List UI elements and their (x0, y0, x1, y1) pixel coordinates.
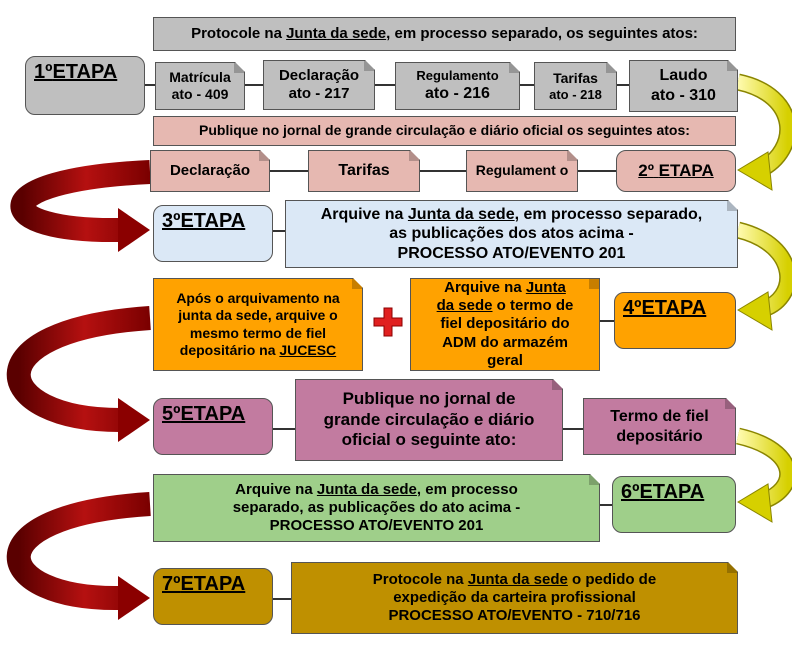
connector-line (600, 504, 612, 506)
connector-line (245, 84, 263, 86)
step-4-left-text: Após o arquivamento na junta da sede, ar… (153, 278, 363, 371)
red-arrow-1 (10, 160, 151, 252)
connector-line (578, 170, 616, 172)
connector-line (420, 170, 466, 172)
act2-regulamento: Regulament o (466, 150, 578, 192)
step-6-text: Arquive na Junta da sede, em processo se… (153, 474, 600, 542)
step-4-right-text: Arquive na Junta da sede o termo de fiel… (410, 278, 600, 371)
step-7-text: Protocole na Junta da sede o pedido de e… (291, 562, 738, 634)
step-3-text: Arquive na Junta da sede, em processo se… (285, 200, 738, 268)
connector-line (273, 428, 295, 430)
connector-line (375, 84, 395, 86)
act2-tarifas: Tarifas (308, 150, 420, 192)
connector-line (273, 598, 291, 600)
publish-bar: Publique no jornal de grande circulação … (153, 116, 736, 146)
step-5-text: Publique no jornal de grande circulação … (295, 379, 563, 461)
connector-line (270, 170, 308, 172)
connector-line (143, 84, 155, 86)
step-2-label: 2º ETAPA (616, 150, 736, 192)
red-arrow-2 (6, 306, 151, 442)
connector-line (600, 320, 614, 322)
protocol-header: Protocole na Junta da sede, em processo … (153, 17, 736, 51)
yellow-arrow-3 (735, 427, 792, 523)
connector-line (563, 428, 583, 430)
plus-icon (373, 307, 403, 337)
act2-declaracao: Declaração (150, 150, 270, 192)
yellow-arrow-2 (735, 221, 792, 331)
yellow-arrow-1 (735, 73, 792, 191)
connector-line (273, 230, 285, 232)
red-arrow-3 (6, 492, 151, 620)
connector-line (617, 84, 629, 86)
connector-line (520, 84, 534, 86)
